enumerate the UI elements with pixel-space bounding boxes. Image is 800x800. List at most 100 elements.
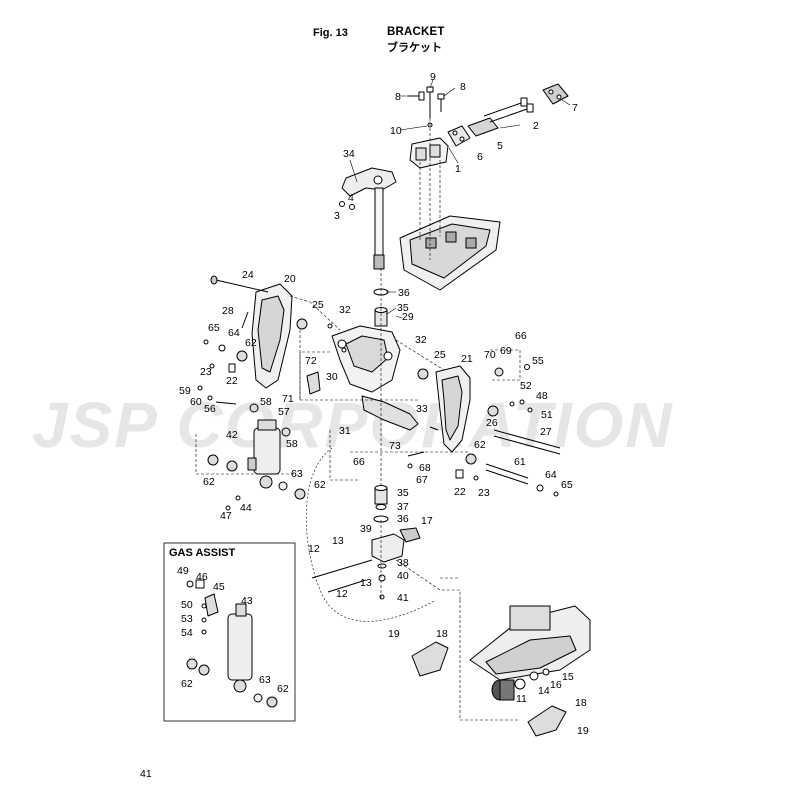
gas-assist-inset-frame bbox=[163, 542, 296, 722]
callout-23-right: 23 bbox=[478, 487, 490, 499]
callout-3: 3 bbox=[334, 210, 340, 222]
washer-64b-shape bbox=[536, 484, 544, 492]
callout-8-left: 8 bbox=[395, 91, 401, 103]
callout-62-right: 62 bbox=[474, 439, 486, 451]
bushing-25-left-shape bbox=[296, 318, 308, 330]
callout-52: 52 bbox=[520, 380, 532, 392]
collar-63-shape bbox=[278, 481, 288, 491]
callout-28: 28 bbox=[222, 305, 234, 317]
callout-31: 31 bbox=[339, 425, 351, 437]
screw-23-shape bbox=[209, 363, 215, 369]
callout-10: 10 bbox=[390, 125, 402, 137]
callout-66-lower: 66 bbox=[353, 456, 365, 468]
callout-63-inset: 63 bbox=[259, 674, 271, 686]
grease-nipple-65b-shape bbox=[553, 491, 559, 497]
collar-63-inset-shape bbox=[253, 693, 263, 703]
watermark: JSP CORPORATION bbox=[32, 389, 672, 461]
upper-casing-shape bbox=[399, 215, 501, 291]
bushing-25-right-shape bbox=[417, 368, 429, 380]
callout-69: 69 bbox=[500, 345, 512, 357]
callout-53: 53 bbox=[181, 613, 193, 625]
callout-46: 46 bbox=[196, 571, 208, 583]
callout-62-center: 62 bbox=[314, 479, 326, 491]
callout-32-upper: 32 bbox=[339, 304, 351, 316]
bushing-69-shape bbox=[494, 367, 504, 377]
callout-14: 14 bbox=[538, 685, 550, 697]
bushing-62-d-shape bbox=[465, 453, 477, 465]
clip-22b-shape bbox=[455, 469, 464, 479]
plate-7-shape bbox=[542, 83, 569, 105]
swivel-bracket-30-shape bbox=[331, 325, 401, 393]
callout-21: 21 bbox=[461, 353, 473, 365]
callout-38: 38 bbox=[397, 557, 409, 569]
pin-32-shape bbox=[341, 347, 347, 353]
bolt-8-right-shape bbox=[437, 93, 445, 112]
callout-62-left-upper: 62 bbox=[245, 337, 257, 349]
bolt-9-shape bbox=[426, 86, 434, 118]
callout-12-a: 12 bbox=[308, 543, 320, 555]
washer-37-shape bbox=[375, 504, 387, 510]
callout-20: 20 bbox=[284, 273, 296, 285]
callout-11: 11 bbox=[516, 693, 527, 705]
callout-48: 48 bbox=[536, 390, 548, 402]
callout-45: 45 bbox=[213, 581, 225, 593]
bolt-8-left-shape bbox=[407, 91, 425, 101]
callout-36-upper: 36 bbox=[398, 287, 410, 299]
callout-32-right: 32 bbox=[415, 334, 427, 346]
plate-6-shape bbox=[447, 125, 471, 147]
callout-51: 51 bbox=[541, 409, 553, 421]
callout-25-right: 25 bbox=[434, 349, 446, 361]
callout-63: 63 bbox=[291, 468, 303, 480]
callout-44: 44 bbox=[240, 502, 252, 514]
pin-32b-shape bbox=[327, 323, 333, 329]
callout-5: 5 bbox=[497, 140, 503, 152]
callout-71: 71 bbox=[282, 393, 294, 405]
pin-28-shape bbox=[241, 311, 249, 329]
nut-49-shape bbox=[186, 580, 194, 588]
callout-37: 37 bbox=[397, 501, 409, 513]
callout-19-upper: 19 bbox=[388, 628, 400, 640]
nut-3-shape bbox=[339, 201, 345, 207]
washer-44-shape bbox=[235, 495, 241, 501]
callout-55: 55 bbox=[532, 355, 544, 367]
callout-54: 54 bbox=[181, 627, 193, 639]
washer-60-shape bbox=[207, 395, 213, 401]
lower-bracket-39-shape bbox=[371, 527, 421, 563]
washer-38-shape bbox=[377, 563, 387, 569]
lower-casing-shape bbox=[469, 605, 591, 681]
bolt-50-shape bbox=[201, 603, 207, 609]
callout-6: 6 bbox=[477, 151, 483, 163]
callout-30: 30 bbox=[326, 371, 338, 383]
callout-12-b: 12 bbox=[336, 588, 348, 600]
callout-27: 27 bbox=[540, 426, 552, 438]
callout-34: 34 bbox=[343, 148, 355, 160]
callout-59: 59 bbox=[179, 385, 191, 397]
callout-68: 68 bbox=[419, 462, 431, 474]
nut-15-shape bbox=[542, 668, 550, 676]
callout-33: 33 bbox=[416, 403, 428, 415]
washer-53-shape bbox=[201, 617, 207, 623]
trim-cylinder-42-shape bbox=[247, 419, 281, 489]
bracket-45-shape bbox=[204, 593, 219, 617]
svg-text:GAS ASSIST: GAS ASSIST bbox=[169, 547, 235, 559]
figure-title: BRACKET bbox=[387, 26, 445, 38]
callout-73: 73 bbox=[389, 440, 401, 452]
callout-18-lower: 18 bbox=[575, 697, 587, 709]
washer-64-shape bbox=[218, 344, 226, 352]
grease-nipple-65-shape bbox=[203, 339, 209, 345]
callout-40: 40 bbox=[397, 570, 409, 582]
link-73-shape bbox=[429, 426, 439, 431]
clamp-1-shape bbox=[409, 137, 449, 169]
callout-58-upper: 58 bbox=[260, 396, 272, 408]
nut-40-shape bbox=[378, 574, 386, 582]
callout-65-left: 65 bbox=[208, 322, 220, 334]
callout-8-right: 8 bbox=[460, 81, 466, 93]
collar-46-shape bbox=[195, 579, 205, 589]
bushing-58b-shape bbox=[281, 427, 291, 437]
callout-35-lower: 35 bbox=[397, 487, 409, 499]
bushing-62-c-shape bbox=[294, 488, 306, 500]
screw-67-shape bbox=[407, 463, 413, 469]
figure-subtitle-japanese: ブラケット bbox=[387, 41, 442, 54]
callout-39: 39 bbox=[360, 523, 372, 535]
callout-13-b: 13 bbox=[360, 577, 372, 589]
